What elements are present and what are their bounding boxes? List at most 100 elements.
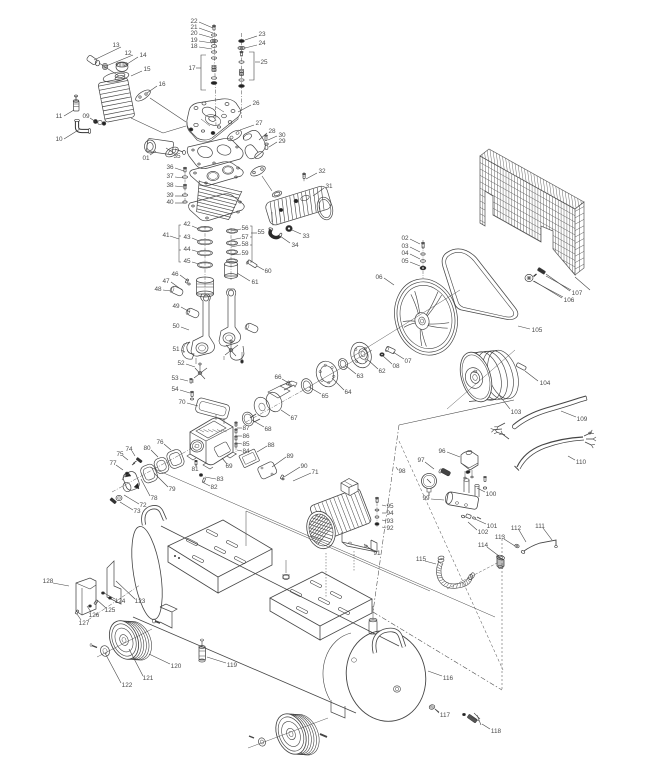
svg-text:38: 38	[166, 182, 174, 189]
svg-text:75: 75	[116, 451, 124, 458]
svg-text:73: 73	[133, 508, 141, 515]
svg-text:93: 93	[386, 518, 394, 525]
svg-text:98: 98	[398, 468, 406, 475]
svg-text:61: 61	[251, 279, 259, 286]
svg-text:31: 31	[325, 183, 333, 190]
svg-text:122: 122	[122, 682, 133, 689]
svg-text:87: 87	[242, 425, 250, 432]
svg-text:45: 45	[183, 258, 191, 265]
svg-text:03: 03	[401, 243, 409, 250]
svg-text:103: 103	[511, 409, 522, 416]
svg-text:67: 67	[290, 415, 298, 422]
svg-text:80: 80	[143, 445, 151, 452]
svg-text:49: 49	[172, 303, 180, 310]
svg-text:29: 29	[278, 138, 286, 145]
svg-text:121: 121	[143, 675, 154, 682]
svg-text:77: 77	[109, 460, 117, 467]
svg-text:76: 76	[156, 439, 164, 446]
svg-text:33: 33	[302, 233, 310, 240]
svg-text:110: 110	[576, 459, 587, 466]
svg-text:36: 36	[166, 164, 174, 171]
svg-text:63: 63	[356, 373, 364, 380]
svg-text:84: 84	[242, 448, 250, 455]
svg-text:57: 57	[241, 234, 249, 241]
svg-text:27: 27	[255, 120, 263, 127]
svg-text:68: 68	[264, 426, 272, 433]
svg-text:89: 89	[286, 453, 294, 460]
svg-text:123: 123	[135, 598, 146, 605]
svg-text:47: 47	[162, 278, 170, 285]
svg-text:88: 88	[267, 442, 275, 449]
svg-text:39: 39	[166, 192, 174, 199]
svg-text:44: 44	[183, 246, 191, 253]
svg-text:70: 70	[178, 399, 186, 406]
svg-text:20: 20	[190, 30, 198, 37]
svg-text:04: 04	[401, 250, 409, 257]
svg-text:107: 107	[572, 290, 583, 297]
svg-text:53: 53	[171, 375, 179, 382]
svg-text:94: 94	[386, 510, 394, 517]
svg-text:10: 10	[55, 136, 63, 143]
svg-text:48: 48	[154, 286, 162, 293]
svg-text:17: 17	[188, 65, 196, 72]
svg-text:02: 02	[401, 235, 409, 242]
svg-text:64: 64	[344, 389, 352, 396]
svg-text:59: 59	[241, 250, 249, 257]
svg-text:18: 18	[190, 43, 198, 50]
svg-text:11: 11	[56, 113, 63, 120]
svg-text:42: 42	[183, 221, 191, 228]
svg-text:92: 92	[386, 525, 394, 532]
svg-text:114: 114	[478, 542, 489, 549]
svg-text:65: 65	[321, 393, 329, 400]
svg-text:72: 72	[139, 502, 147, 509]
svg-text:90: 90	[300, 463, 308, 470]
svg-text:105: 105	[532, 327, 543, 334]
svg-text:115: 115	[416, 556, 427, 563]
svg-text:96: 96	[438, 448, 446, 455]
svg-text:116: 116	[443, 675, 454, 682]
svg-text:118: 118	[491, 728, 502, 735]
svg-text:24: 24	[258, 40, 266, 47]
svg-text:52: 52	[177, 360, 185, 367]
svg-text:32: 32	[318, 168, 326, 175]
svg-text:104: 104	[540, 380, 551, 387]
svg-text:74: 74	[125, 446, 133, 453]
svg-text:46: 46	[171, 271, 179, 278]
svg-text:120: 120	[171, 663, 182, 670]
svg-text:56: 56	[241, 225, 249, 232]
svg-text:106: 106	[564, 297, 575, 304]
svg-text:83: 83	[216, 476, 224, 483]
svg-text:28: 28	[268, 128, 276, 135]
svg-text:81: 81	[191, 466, 199, 473]
svg-text:26: 26	[252, 100, 260, 107]
svg-text:66: 66	[274, 374, 282, 381]
svg-text:60: 60	[264, 268, 272, 275]
svg-text:71: 71	[311, 469, 319, 476]
svg-text:35: 35	[173, 153, 181, 160]
svg-text:99: 99	[422, 495, 430, 502]
svg-text:95: 95	[386, 503, 394, 510]
svg-text:51: 51	[172, 346, 180, 353]
svg-text:78: 78	[150, 495, 158, 502]
svg-text:127: 127	[79, 620, 90, 627]
svg-text:69: 69	[225, 463, 233, 470]
svg-text:34: 34	[291, 242, 299, 249]
svg-text:97: 97	[417, 457, 425, 464]
svg-text:91: 91	[373, 550, 381, 557]
svg-text:128: 128	[43, 578, 54, 585]
svg-text:85: 85	[242, 441, 250, 448]
svg-text:01: 01	[142, 155, 150, 162]
svg-text:86: 86	[242, 433, 250, 440]
svg-text:126: 126	[89, 612, 100, 619]
svg-text:43: 43	[183, 234, 191, 241]
svg-text:16: 16	[158, 81, 166, 88]
svg-text:62: 62	[378, 368, 386, 375]
svg-text:79: 79	[168, 486, 176, 493]
svg-text:124: 124	[115, 598, 126, 605]
svg-text:102: 102	[478, 529, 489, 536]
svg-text:119: 119	[227, 662, 238, 669]
svg-text:23: 23	[258, 31, 266, 38]
svg-text:06: 06	[375, 274, 383, 281]
svg-text:109: 109	[577, 416, 588, 423]
svg-text:08: 08	[392, 363, 400, 370]
